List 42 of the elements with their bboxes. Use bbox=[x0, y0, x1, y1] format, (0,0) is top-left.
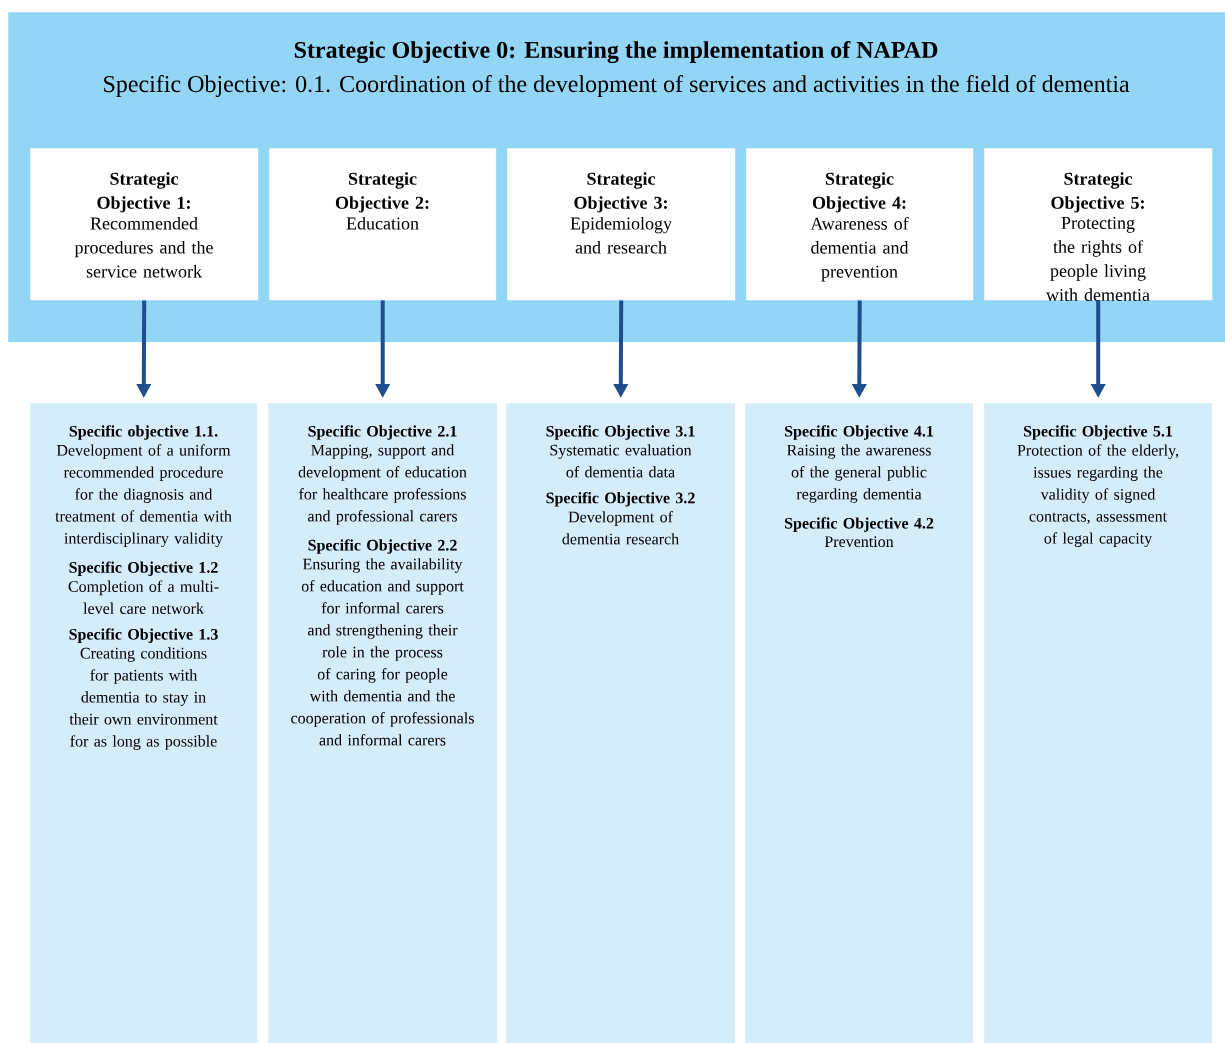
objective-description: Ensuring the availability of education and support for informal carers and strengthening their role in the process of caring for people with dementia and the cooperation of professionals and informal carers bbox=[291, 558, 474, 746]
objective-heading: Specific Objective 3.2 bbox=[546, 491, 695, 507]
objective-description: Awareness of dementia and prevention bbox=[810, 216, 909, 282]
column-panel bbox=[984, 403, 1213, 1043]
column-panel bbox=[30, 403, 258, 1043]
objective-description: Development of a uniform recommended procedure for the diagnosis and treatment of dementia with interdisciplinary validity bbox=[55, 444, 232, 547]
objective-description: Recommended procedures and the service network bbox=[74, 216, 213, 278]
objective-heading: Strategic Objective 4: bbox=[812, 172, 906, 213]
objective-heading: Specific Objective 1.3 bbox=[69, 628, 218, 643]
objective-heading: Specific Objective 2.1 bbox=[308, 425, 457, 440]
objective-description: Protecting the rights of people living with dementia bbox=[1046, 216, 1150, 301]
objective-heading: Specific objective 1.1. bbox=[69, 425, 218, 440]
objective-heading: Strategic Objective 1: bbox=[97, 172, 190, 213]
objective-heading: Specific Objective 4.2 bbox=[785, 517, 934, 532]
objective-description: Mapping, support and development of education for healthcare professions and professional carers bbox=[298, 444, 467, 525]
objective-box bbox=[746, 148, 974, 301]
column-panel bbox=[268, 403, 498, 1043]
objective-box bbox=[984, 148, 1213, 301]
objective-subtitle: Specific Objective: 0.1. Coordination of the development of services and activities in the field of dementia bbox=[104, 75, 1130, 97]
objective-description: Completion of a multi-level care network bbox=[68, 580, 219, 614]
objective-box bbox=[507, 148, 736, 301]
objective-description: Development of dementia research bbox=[562, 511, 679, 545]
objective-description: Protection of the elderly, issues regarding the validity of signed contracts, assessment of legal capacity bbox=[1017, 444, 1179, 547]
objective-box bbox=[30, 148, 259, 301]
objective-heading: Specific Objective 5.1 bbox=[1024, 425, 1173, 440]
objective-heading: Specific Objective 3.1 bbox=[546, 425, 695, 440]
objective-heading: Specific Objective 1.2 bbox=[69, 561, 218, 577]
objective-title: Strategic Objective 0: Ensuring the implementation of NAPAD bbox=[294, 40, 938, 64]
objective-description: Raising the awareness of the general public regarding dementia bbox=[787, 444, 931, 503]
objective-box bbox=[269, 148, 497, 301]
objective-description: Systematic evaluation of dementia data bbox=[550, 444, 692, 478]
objective-heading: Strategic Objective 5: bbox=[1051, 172, 1144, 213]
column-panel bbox=[506, 403, 736, 1043]
objective-heading: Strategic Objective 2: bbox=[335, 172, 429, 213]
objective-description: Prevention bbox=[824, 536, 894, 548]
objective-heading: Specific Objective 4.1 bbox=[785, 425, 934, 440]
objective-description: Creating conditions for patients with dementia to stay in their own environment for as long as possible bbox=[69, 647, 218, 750]
column-panel bbox=[745, 403, 974, 1043]
objective-description: Epidemiology and research bbox=[570, 216, 672, 254]
objective-description: Education bbox=[346, 216, 419, 230]
objective-heading: Strategic Objective 3: bbox=[574, 172, 667, 213]
objective-heading: Specific Objective 2.2 bbox=[308, 539, 457, 554]
